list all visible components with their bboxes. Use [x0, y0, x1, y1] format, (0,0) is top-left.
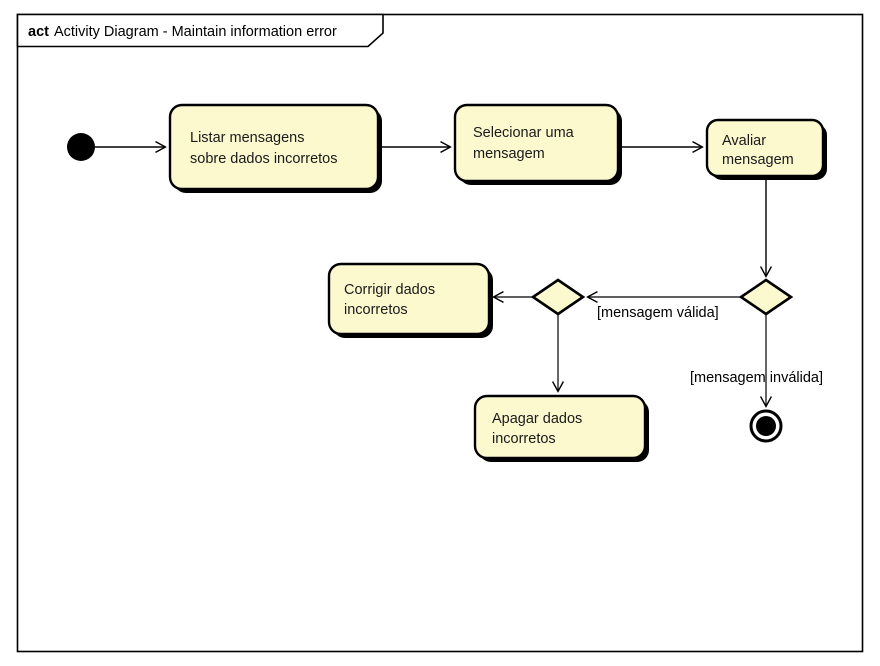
frame-title-tab — [16, 13, 384, 48]
action-box — [453, 103, 620, 183]
action-label-line2: sobre dados incorretos — [190, 151, 338, 167]
frame-kind-label: act — [28, 24, 49, 40]
action-node-selecionar-mensagem[interactable]: Selecionar uma mensagem — [453, 103, 622, 185]
initial-node-circle — [67, 133, 95, 161]
action-label-line1: Selecionar uma — [473, 125, 575, 141]
action-box — [168, 103, 380, 191]
decision-diamond — [530, 278, 586, 316]
action-label-line2: incorretos — [492, 431, 556, 447]
action-node-avaliar-mensagem[interactable]: Avaliar mensagem — [705, 118, 827, 180]
decision-node-acao-dados[interactable] — [530, 278, 586, 316]
action-node-apagar-dados[interactable]: Apagar dados incorretos — [473, 394, 649, 462]
frame-title-text: act Activity Diagram - Maintain informati… — [28, 24, 337, 40]
action-box — [705, 118, 825, 178]
action-box — [473, 394, 647, 460]
action-label-line1: Corrigir dados — [344, 282, 435, 298]
action-label-line2: mensagem — [722, 152, 794, 168]
decision-diamond — [738, 278, 794, 316]
activity-final-node[interactable] — [749, 409, 783, 443]
initial-node[interactable] — [67, 133, 95, 161]
action-label-line1: Listar mensagens — [190, 130, 304, 146]
guard-label-mensagem-valida: [mensagem válida] — [597, 305, 719, 321]
transitions-layer — [95, 147, 766, 406]
action-label-line1: Avaliar — [722, 133, 766, 149]
action-label-line2: incorretos — [344, 302, 408, 318]
action-label-line2: mensagem — [473, 146, 545, 162]
action-label-line1: Apagar dados — [492, 411, 582, 427]
final-node-core — [756, 416, 776, 436]
action-node-corrigir-dados[interactable]: Corrigir dados incorretos — [327, 262, 493, 338]
frame-title-label: Activity Diagram - Maintain information … — [54, 24, 337, 40]
action-box — [327, 262, 491, 336]
action-node-listar-mensagens[interactable]: Listar mensagens sobre dados incorretos — [168, 103, 382, 193]
decision-node-avaliacao[interactable] — [738, 278, 794, 316]
guard-label-mensagem-invalida: [mensagem inválida] — [690, 370, 823, 386]
